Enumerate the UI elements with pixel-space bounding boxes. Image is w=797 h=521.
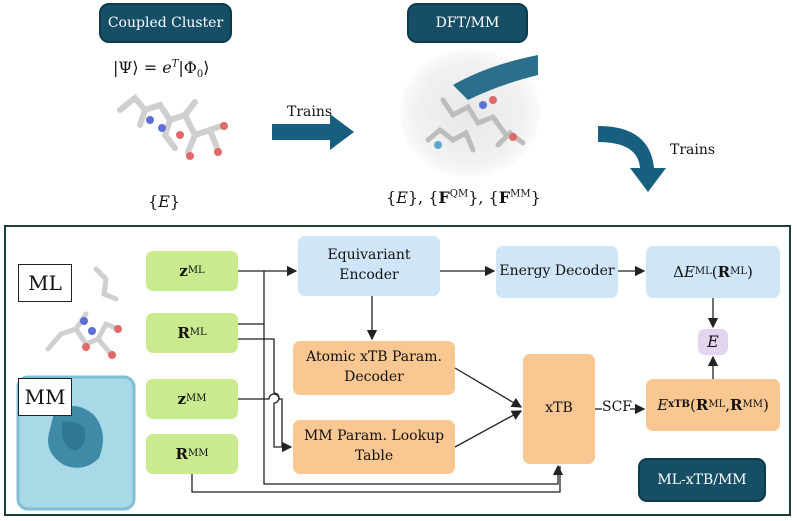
trains-label-1: Trains: [287, 104, 333, 120]
energy-decoder: Energy Decoder: [496, 246, 618, 298]
ml-label: ML: [18, 264, 72, 302]
ml-xtb-mm-label: ML-xTB/MM: [638, 458, 766, 502]
trains-label-2: Trains: [670, 142, 716, 158]
atomic-xtb-param-decoder: Atomic xTB Param.Decoder: [293, 341, 455, 395]
cc-output: {E}: [148, 192, 181, 211]
mm-label: MM: [18, 378, 72, 416]
dft-output: {E}, {FQM}, {FMM}: [386, 188, 541, 207]
coupled-cluster-label: Coupled Cluster: [99, 3, 232, 43]
cc-molecule-image: [117, 93, 228, 160]
scf-label: SCF: [602, 399, 633, 415]
dft-mm-label: DFT/MM: [407, 3, 528, 43]
trains-arrow-2: [598, 126, 666, 192]
trains-arrow-1: [272, 114, 354, 150]
dft-protein-image: [400, 49, 540, 177]
ml-molecule-image: [45, 266, 122, 359]
cc-equation: |Ψ⟩ = eT|Φ0⟩: [113, 58, 210, 81]
connector-lines: [191, 265, 719, 493]
total-energy-e: E: [698, 329, 728, 355]
xtb-node: xTB: [523, 354, 595, 464]
